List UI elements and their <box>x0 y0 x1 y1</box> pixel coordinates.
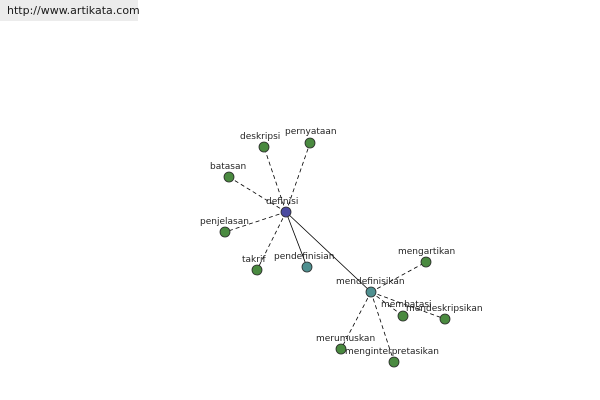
node-pendefinisian[interactable] <box>301 261 313 273</box>
edge-definisi-pendefinisian <box>285 211 308 268</box>
nodes-layer <box>219 137 451 368</box>
node-definisi[interactable] <box>280 206 292 218</box>
node-label-pernyataan: pernyataan <box>285 127 337 137</box>
node-mendefinisikan[interactable] <box>365 286 377 298</box>
edge-mendefinisikan-mendeskripsikan <box>370 291 446 320</box>
edge-definisi-mendefinisikan <box>285 211 372 293</box>
source-url: http://www.artikata.com <box>0 0 140 21</box>
node-penjelasan[interactable] <box>219 226 231 238</box>
node-merumuskan[interactable] <box>335 343 347 355</box>
node-label-membatasi: membatasi <box>381 300 432 310</box>
node-label-deskripsi: deskripsi <box>240 132 280 142</box>
node-label-batasan: batasan <box>210 162 246 172</box>
edge-mendefinisikan-mengartikan <box>370 261 427 293</box>
node-label-mendeskripsikan: mendeskripsikan <box>406 304 483 314</box>
edge-mendefinisikan-menginterpretasikan <box>370 291 395 363</box>
node-label-definisi: definisi <box>266 197 298 207</box>
labels-layer: definisi deskripsi pernyataan batasan penjel… <box>200 127 483 357</box>
node-label-menginterpretasikan: menginterpretasikan <box>345 347 439 357</box>
node-menginterpretasikan[interactable] <box>388 356 400 368</box>
node-label-mendefinisikan: mendefinisikan <box>336 277 405 287</box>
node-mendeskripsikan[interactable] <box>439 313 451 325</box>
node-label-mengartikan: mengartikan <box>398 247 455 257</box>
edge-mendefinisikan-merumuskan <box>340 291 372 350</box>
node-label-pendefinisian: pendefinisian <box>274 252 335 262</box>
node-label-takrif: takrif <box>242 255 266 265</box>
edges-layer <box>224 142 446 363</box>
edge-definisi-penjelasan <box>224 211 287 233</box>
edge-definisi-pernyataan <box>285 142 311 213</box>
node-batasan[interactable] <box>223 171 235 183</box>
node-label-merumuskan: merumuskan <box>316 334 375 344</box>
edge-definisi-takrif <box>256 211 287 271</box>
node-mengartikan[interactable] <box>420 256 432 268</box>
node-label-penjelasan: penjelasan <box>200 217 249 227</box>
node-takrif[interactable] <box>251 264 263 276</box>
node-deskripsi[interactable] <box>258 141 270 153</box>
edge-definisi-deskripsi <box>263 146 287 213</box>
node-pernyataan[interactable] <box>304 137 316 149</box>
node-membatasi[interactable] <box>397 310 409 322</box>
